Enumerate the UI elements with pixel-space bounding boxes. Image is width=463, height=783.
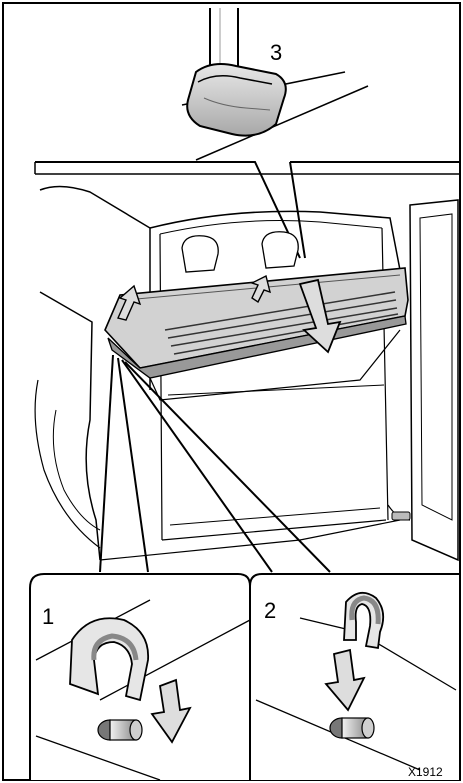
cover-holder-icon (187, 64, 286, 136)
reference-code: X1912 (408, 765, 443, 779)
callout-2: 2 (264, 598, 276, 623)
peg-2-icon (330, 718, 374, 738)
detail-2-panel: 2 (250, 574, 460, 780)
peg-1-icon (98, 720, 142, 740)
detail-1-panel: 1 (30, 574, 250, 780)
callout-1: 1 (42, 604, 54, 629)
callout-3: 3 (270, 40, 282, 65)
